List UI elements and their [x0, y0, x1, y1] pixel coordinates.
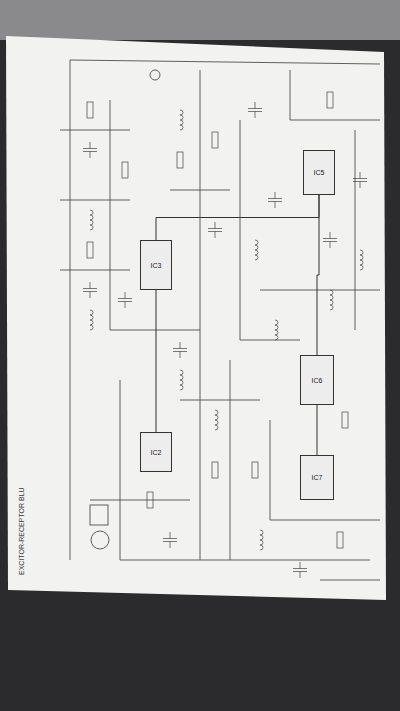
component-symbol: [147, 492, 153, 508]
component-symbol: [255, 240, 258, 260]
paper-sheet: [6, 36, 386, 600]
component-symbol: [212, 462, 218, 478]
component-symbol: [90, 210, 93, 230]
ic-box: IC6: [300, 355, 334, 405]
component-symbol: [252, 462, 258, 478]
component-symbol: [177, 152, 183, 168]
component-symbol: [163, 532, 177, 548]
component-symbols: [83, 92, 367, 578]
component-symbol: [180, 370, 183, 390]
component-symbol: [342, 412, 348, 428]
ic-label: IC7: [312, 474, 323, 481]
component-symbol: [173, 342, 187, 358]
component-symbol: [323, 232, 337, 248]
wire-connector: [317, 195, 319, 355]
component-symbol: [83, 282, 97, 298]
wall: [0, 0, 400, 40]
wire-connector: [156, 290, 157, 432]
component-symbol: [353, 172, 367, 188]
wire-connector: [317, 405, 318, 455]
component-symbol: [293, 562, 307, 578]
wire-connector: [156, 195, 319, 240]
component-symbol: [268, 192, 282, 208]
ic-label: IC3: [151, 262, 162, 269]
component-symbol: [337, 532, 343, 548]
ic-box: IC3: [140, 240, 172, 290]
ic-box: IC5: [303, 150, 335, 195]
component-symbol: [212, 132, 218, 148]
component-symbol: [90, 310, 93, 330]
ic-box: IC2: [140, 432, 172, 472]
component-symbol: [122, 162, 128, 178]
component-symbol: [215, 410, 218, 430]
title-label: EXCITOR-RECEPTOR BLU: [18, 487, 25, 575]
component-symbol: [118, 292, 132, 308]
component-symbol: [330, 290, 333, 310]
component-symbol: [83, 142, 97, 158]
component-symbol: [87, 102, 93, 118]
component-symbol: [180, 110, 183, 130]
ic-label: IC5: [314, 169, 325, 176]
component-symbol: [360, 250, 363, 270]
component-symbol: [275, 320, 278, 340]
ic-box: IC7: [300, 455, 334, 500]
ic-label: IC6: [312, 377, 323, 384]
wires: [60, 60, 380, 580]
component-symbol: [327, 92, 333, 108]
ic-label: IC2: [151, 449, 162, 456]
component-symbol: [248, 102, 262, 118]
component-symbol: [208, 222, 222, 238]
component-symbol: [260, 530, 263, 550]
component-symbol: [87, 242, 93, 258]
